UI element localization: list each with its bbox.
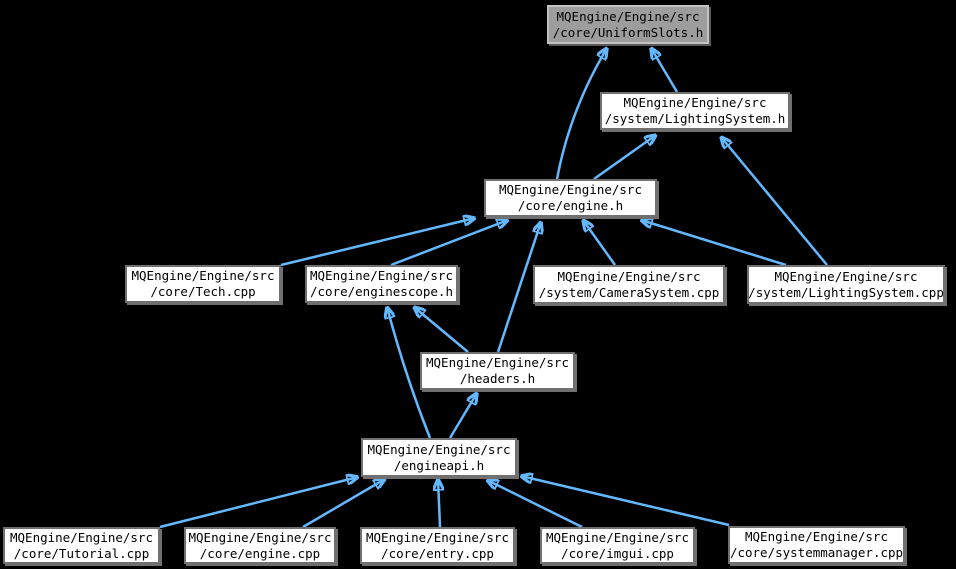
node-label-line2: /core/systemmanager.cpp [729,545,904,560]
node-label-line2: /headers.h [459,371,536,386]
node-engine-cpp[interactable]: MQEngine/Engine/src /core/engine.cpp [184,527,336,564]
edge-tech-cpp-to-engine-h [280,218,475,267]
node-label-line2: /system/LightingSystem.cpp [748,284,944,300]
edge-lightingsystem-cpp-to-engine-h [641,220,787,267]
node-label-line2: /system/LightingSystem.h [604,111,786,126]
edge-engine-cpp-to-engineapi-h [302,479,385,529]
node-label-line1: MQEngine/Engine/src [366,529,509,545]
edge-engine-h-to-uniformslots-h [555,48,607,180]
node-label-line1: MQEngine/Engine/src [426,355,569,370]
node-label-line2: /core/Tech.cpp [150,284,256,299]
edge-engine-h-to-lightingsystem-h [593,135,656,181]
edge-camerasystem-cpp-to-engine-h [583,220,617,266]
node-tutorial-cpp[interactable]: MQEngine/Engine/src /core/Tutorial.cpp [3,527,160,564]
node-label-line1: MQEngine/Engine/src [745,529,888,544]
node-label-line2: /engineapi.h [393,457,485,473]
node-label-line1: MQEngine/Engine/src [557,268,701,284]
node-label-line1: MQEngine/Engine/src [546,529,689,545]
node-label-line2: /core/imgui.cpp [561,545,674,561]
node-label-line1: MQEngine/Engine/src [188,529,332,545]
node-engine-h[interactable]: MQEngine/Engine/src /core/engine.h [484,179,657,217]
edge-imgui-cpp-to-engineapi-h [487,480,583,529]
node-uniformslots-h[interactable]: MQEngine/Engine/src /core/UniformSlots.h [547,5,709,44]
edge-entry-cpp-to-engineapi-h [438,479,440,528]
node-label-line1: MQEngine/Engine/src [499,182,642,197]
edge-headers-h-to-engine-h [496,222,541,353]
node-enginescope-h[interactable]: MQEngine/Engine/src /core/enginescope.h [305,265,458,303]
node-label-line2: /core/Tutorial.cpp [13,545,150,561]
node-label-line2: /system/CameraSystem.cpp [538,284,720,300]
node-label-line1: MQEngine/Engine/src [10,529,153,545]
node-label-line1: MQEngine/Engine/src [623,95,767,110]
node-entry-cpp[interactable]: MQEngine/Engine/src /core/entry.cpp [360,527,515,564]
node-label-line1: MQEngine/Engine/src [310,268,453,283]
node-label-line1: MQEngine/Engine/src [367,441,511,457]
node-imgui-cpp[interactable]: MQEngine/Engine/src /core/imgui.cpp [540,527,695,564]
node-label-line2: /core/UniformSlots.h [552,24,704,40]
node-label-line1: MQEngine/Engine/src [774,268,918,284]
node-label-line2: /core/engine.h [517,198,624,213]
edge-tutorial-cpp-to-engineapi-h [159,477,358,529]
edge-engineapi-h-to-headers-h [448,393,477,439]
edge-lightingsystem-h-to-uniformslots-h [651,48,679,93]
edge-systemmanager-cpp-to-engineapi-h [521,476,730,527]
edge-headers-h-to-enginescope-h [414,307,469,353]
node-headers-h[interactable]: MQEngine/Engine/src /headers.h [420,352,575,390]
node-label-line1: MQEngine/Engine/src [131,268,275,283]
node-label-line2: /core/enginescope.h [310,284,453,299]
node-label-line2: /core/engine.cpp [199,545,321,561]
node-label-line2: /core/entry.cpp [381,545,494,561]
node-label-line1: MQEngine/Engine/src [556,8,700,24]
node-tech-cpp[interactable]: MQEngine/Engine/src /core/Tech.cpp [125,265,281,303]
node-engineapi-h[interactable]: MQEngine/Engine/src /engineapi.h [361,438,517,477]
edge-lightingsystem-cpp-to-lightingsystem-h [721,137,828,266]
node-lightingsystem-h[interactable]: MQEngine/Engine/src /system/LightingSyst… [600,92,790,130]
edge-enginescope-h-to-engine-h [390,220,508,267]
edge-engineapi-h-to-enginescope-h [387,307,432,439]
node-systemmanager-cpp[interactable]: MQEngine/Engine/src /core/systemmanager.… [728,526,905,564]
node-camerasystem-cpp[interactable]: MQEngine/Engine/src /system/CameraSystem… [533,265,725,304]
node-lightingsystem-cpp[interactable]: MQEngine/Engine/src /system/LightingSyst… [747,265,945,304]
